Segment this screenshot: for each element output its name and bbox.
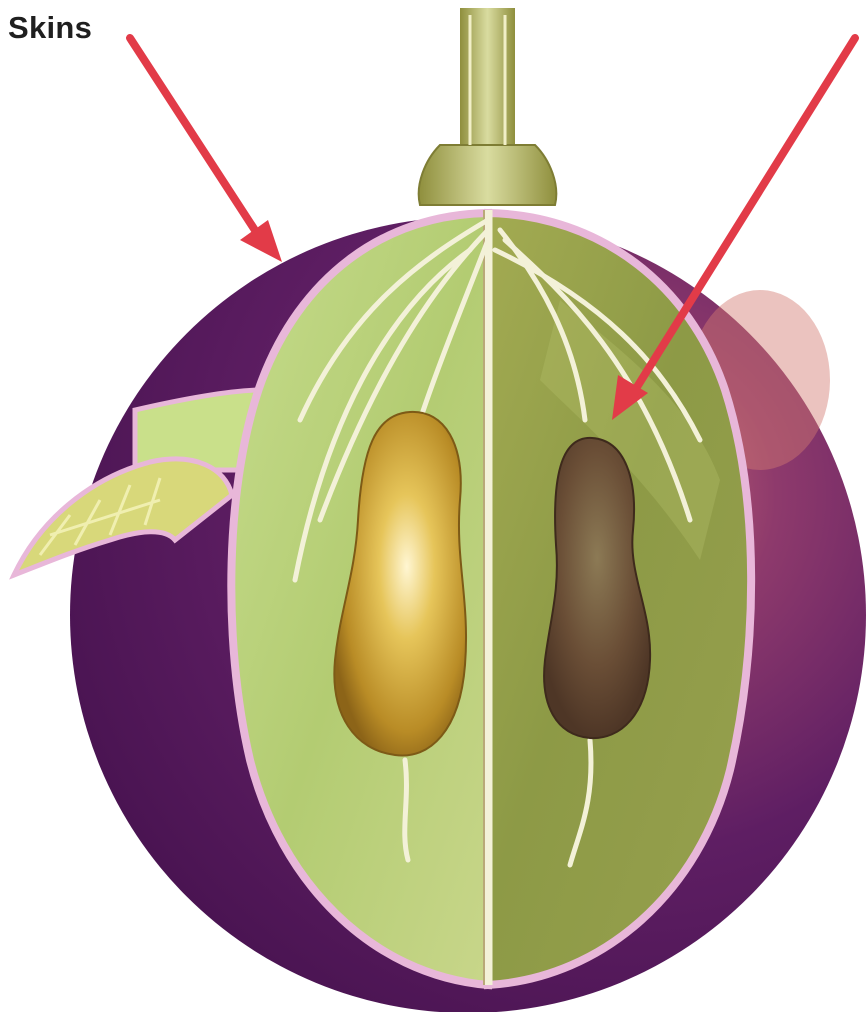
central-vein bbox=[484, 210, 488, 985]
arrow-skins-icon bbox=[130, 38, 282, 262]
grape-stem bbox=[419, 8, 557, 205]
skins-label: Skins bbox=[8, 10, 92, 46]
